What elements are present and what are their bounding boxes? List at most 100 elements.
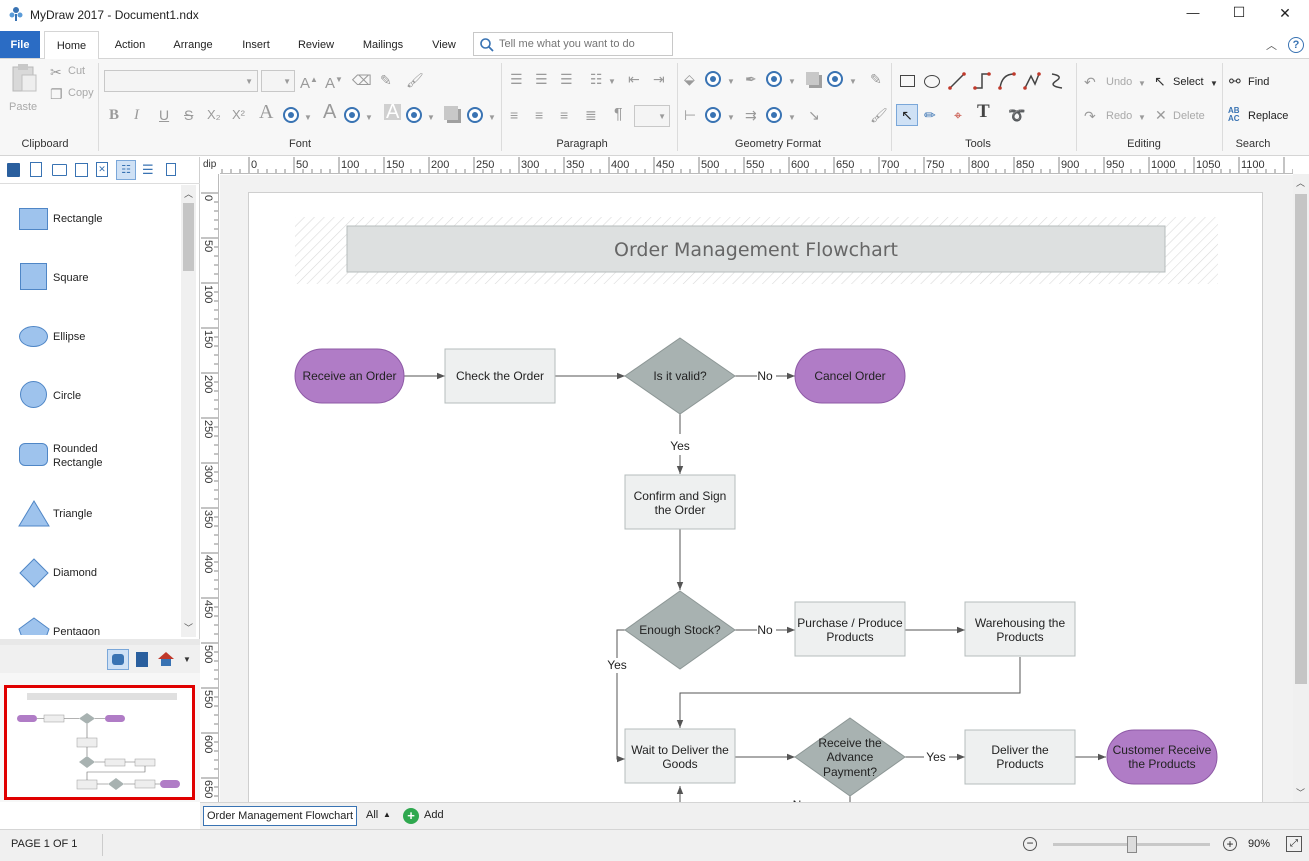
corner-icon[interactable]: ↘ <box>808 107 820 123</box>
line-begin-icon[interactable]: ⊢ <box>684 107 697 123</box>
shape-item-rectangle[interactable]: Rectangle <box>0 192 180 251</box>
font-size-select[interactable]: ▼ <box>261 70 295 92</box>
node-check-order[interactable]: Check the Order <box>444 348 556 404</box>
gear-icon[interactable] <box>705 71 721 87</box>
gear-icon[interactable] <box>344 107 360 123</box>
shrink-font-icon[interactable]: A▼ <box>325 75 343 92</box>
title-banner[interactable] <box>346 225 1166 273</box>
chevron-down-icon[interactable]: ▼ <box>727 113 735 122</box>
pointer-tool-icon[interactable]: ↖ <box>896 104 918 126</box>
arc-tool-icon[interactable] <box>998 72 1016 90</box>
node-wait-deliver[interactable]: Wait to Deliver the Goods <box>624 728 736 784</box>
shape-item-circle[interactable]: Circle <box>0 369 180 428</box>
add-sheet-button[interactable]: Add <box>424 809 444 821</box>
shape-item-diamond[interactable]: Diamond <box>0 546 180 605</box>
tell-me-input[interactable] <box>499 36 669 52</box>
compact-view-icon[interactable] <box>166 163 176 176</box>
chevron-down-icon[interactable]: ▼ <box>1138 79 1146 88</box>
collapse-ribbon-icon[interactable]: ︿ <box>1266 40 1277 52</box>
zoom-in-icon[interactable]: + <box>1223 837 1237 851</box>
align-center-icon[interactable]: ≡ <box>535 107 544 123</box>
chevron-down-icon[interactable]: ▼ <box>788 113 796 122</box>
freeform-tool-icon[interactable] <box>1048 72 1066 90</box>
drawing-page[interactable]: Order Management Flowchart <box>248 192 1263 802</box>
chevron-down-icon[interactable]: ▼ <box>1138 113 1146 122</box>
font-style-a-icon[interactable]: A <box>259 101 274 123</box>
new-file-icon[interactable] <box>30 162 42 177</box>
list-view-icon[interactable]: ☰ <box>142 162 154 177</box>
gear-icon[interactable] <box>467 107 483 123</box>
zoom-slider-thumb[interactable] <box>1126 836 1137 853</box>
subscript-button[interactable]: X₂ <box>207 107 221 122</box>
chevron-down-icon[interactable]: ▼ <box>608 77 616 86</box>
chevron-up-icon[interactable]: ︿ <box>184 189 194 199</box>
pencil-tool-icon[interactable]: ✏ <box>924 107 936 123</box>
fill-bucket-icon[interactable]: ⬙ <box>684 71 695 87</box>
find-button[interactable]: Find <box>1248 76 1270 88</box>
scroll-thumb[interactable] <box>183 203 194 271</box>
increase-indent-icon[interactable]: ⇥ <box>653 71 665 87</box>
home-icon[interactable] <box>157 651 175 667</box>
polyline-tool-icon[interactable] <box>1023 72 1041 90</box>
save-icon[interactable] <box>7 163 20 177</box>
delete-button[interactable]: Delete <box>1173 110 1205 122</box>
book-icon[interactable] <box>136 652 148 667</box>
clear-format-icon[interactable]: ⌫ <box>352 72 372 88</box>
gear-icon[interactable] <box>705 107 721 123</box>
tab-mailings[interactable]: Mailings <box>362 39 404 51</box>
decrease-indent-icon[interactable]: ⇤ <box>628 71 640 87</box>
node-warehousing[interactable]: Warehousing the Products <box>964 601 1076 657</box>
shadow-icon[interactable] <box>806 72 819 85</box>
line-tool-icon[interactable] <box>948 72 966 90</box>
fit-page-icon[interactable]: ⤢ <box>1286 836 1302 852</box>
cut-button[interactable]: Cut <box>68 65 86 77</box>
gear-icon[interactable] <box>406 107 422 123</box>
chevron-down-icon[interactable]: ▼ <box>849 77 857 86</box>
node-cancel-order[interactable]: Cancel Order <box>794 348 906 404</box>
help-icon[interactable]: ? <box>1288 37 1304 53</box>
chevron-up-icon[interactable]: ︿ <box>1296 178 1306 188</box>
shape-item-ellipse[interactable]: Ellipse <box>0 310 180 369</box>
overview-thumbnail[interactable] <box>4 685 195 800</box>
align-bottom-icon[interactable]: ☰ <box>560 71 573 87</box>
rectangle-tool-icon[interactable] <box>900 75 915 87</box>
tell-me-search[interactable] <box>473 32 673 56</box>
grow-font-icon[interactable]: A▲ <box>300 75 318 92</box>
zoom-slider[interactable] <box>1053 836 1210 853</box>
paragraph-spacing-select[interactable]: ▼ <box>634 105 670 127</box>
shape-item-square[interactable]: Square <box>0 251 180 310</box>
chevron-down-icon[interactable]: ﹀ <box>184 623 194 633</box>
close-button[interactable]: ✕ <box>1279 5 1291 21</box>
minimize-button[interactable]: — <box>1186 5 1200 20</box>
paste-button[interactable]: Paste <box>6 63 42 113</box>
node-deliver-products[interactable]: Deliver the Products <box>964 729 1076 785</box>
chevron-down-icon[interactable]: ▼ <box>183 655 191 664</box>
pan-zoom-icon[interactable] <box>107 649 129 670</box>
undo-button[interactable]: Undo <box>1106 76 1133 88</box>
open-folder-icon[interactable] <box>52 164 67 176</box>
bullets-icon[interactable]: ☷ <box>590 71 603 87</box>
copy-button[interactable]: Copy <box>68 87 94 99</box>
tab-home[interactable]: Home <box>44 31 99 60</box>
pick-style-icon[interactable]: ✎ <box>870 71 882 87</box>
node-purchase-produce[interactable]: Purchase / Produce Products <box>794 601 906 657</box>
style-brush-icon[interactable]: 🖌 <box>870 107 888 123</box>
text-highlight-icon[interactable]: A <box>384 101 402 123</box>
shape-list-scrollbar[interactable]: ︿ ﹀ <box>181 185 196 637</box>
chevron-down-icon[interactable]: ▼ <box>727 77 735 86</box>
tab-arrange[interactable]: Arrange <box>173 39 213 51</box>
caret-up-icon[interactable]: ▲ <box>383 810 391 819</box>
line-end-icon[interactable]: ⇉ <box>745 107 757 123</box>
format-painter-icon[interactable]: 🖌 <box>406 72 424 88</box>
font-color-icon[interactable]: A <box>323 101 337 123</box>
chevron-down-icon[interactable]: ▼ <box>304 113 312 122</box>
maximize-button[interactable]: ☐ <box>1232 4 1246 20</box>
line-color-icon[interactable]: ✒ <box>745 71 757 87</box>
tab-insert[interactable]: Insert <box>242 39 270 51</box>
chevron-down-icon[interactable]: ▼ <box>788 77 796 86</box>
tab-review[interactable]: Review <box>297 39 335 51</box>
superscript-button[interactable]: X² <box>232 107 245 122</box>
text-tool-button[interactable]: T <box>977 101 990 122</box>
lasso-tool-icon[interactable]: ➰ <box>1008 107 1026 123</box>
shape-item-rounded-rectangle[interactable]: Rounded Rectangle <box>0 428 180 487</box>
